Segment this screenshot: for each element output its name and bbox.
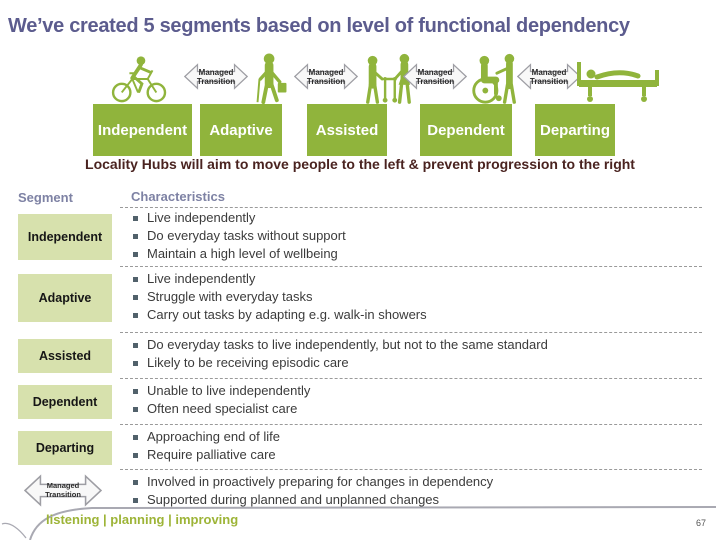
segment-box-dependent: Dependent — [420, 104, 512, 156]
bullet-square-icon — [133, 498, 138, 503]
person-with-cane-icon — [252, 52, 292, 106]
footer-tagline: listening | planning | improving — [46, 512, 239, 527]
row-divider — [120, 266, 702, 267]
characteristic-item: Struggle with everyday tasks — [130, 289, 702, 307]
segment-label: Departing — [18, 431, 112, 465]
bicycle-rider-icon — [106, 54, 174, 104]
slide-title: We’ve created 5 segments based on level … — [8, 15, 630, 37]
table-row: Independent Live independently Do everyd… — [18, 207, 702, 266]
bullet-square-icon — [133, 313, 138, 318]
bullet-square-icon — [133, 389, 138, 394]
row-divider — [120, 469, 702, 470]
bullet-square-icon — [133, 480, 138, 485]
transition-label-line2: Transition — [529, 76, 569, 86]
bullet-square-icon — [133, 234, 138, 239]
transition-label-line2: Transition — [415, 76, 455, 86]
hospital-bed-icon — [574, 58, 662, 104]
characteristic-item: Require palliative care — [130, 447, 702, 465]
column-header-characteristics: Characteristics — [131, 189, 225, 204]
table-row: Assisted Do everyday tasks to live indep… — [18, 332, 702, 378]
segment-label: Adaptive — [18, 274, 112, 322]
transition-label-line2: Transition — [196, 76, 236, 86]
segment-box-assisted: Assisted — [307, 104, 387, 156]
characteristic-item: Supported during planned and unplanned c… — [130, 492, 702, 510]
segment-box-departing: Departing — [535, 104, 615, 156]
segment-box-independent: Independent — [93, 104, 192, 156]
column-header-segment: Segment — [18, 190, 73, 205]
bullet-square-icon — [133, 435, 138, 440]
transition-label-line1: Managed — [198, 67, 234, 77]
characteristic-item: Do everyday tasks without support — [130, 228, 702, 246]
row-divider — [120, 207, 702, 208]
segment-box-adaptive: Adaptive — [200, 104, 282, 156]
bullet-square-icon — [133, 295, 138, 300]
row-divider — [120, 332, 702, 333]
subtitle: Locality Hubs will aim to move people to… — [85, 156, 635, 172]
characteristic-item: Maintain a high level of wellbeing — [130, 246, 702, 264]
bullet-square-icon — [133, 407, 138, 412]
characteristic-item: Unable to live independently — [130, 383, 702, 401]
characteristic-item: Carry out tasks by adapting e.g. walk-in… — [130, 307, 702, 325]
bullet-square-icon — [133, 277, 138, 282]
transition-label-line1: Managed — [531, 67, 567, 77]
characteristic-item: Live independently — [130, 271, 702, 289]
table-row: Dependent Unable to live independently O… — [18, 378, 702, 424]
characteristic-item: Likely to be receiving episodic care — [130, 355, 702, 373]
table-row: Adaptive Live independently Struggle wit… — [18, 266, 702, 332]
bullet-square-icon — [133, 343, 138, 348]
row-divider — [120, 378, 702, 379]
segment-label: Assisted — [18, 339, 112, 373]
page-number: 67 — [695, 518, 706, 528]
characteristic-item: Often need specialist care — [130, 401, 702, 419]
transition-label-line1: Managed — [308, 67, 344, 77]
characteristic-item: Approaching end of life — [130, 429, 702, 447]
characteristic-item: Involved in proactively preparing for ch… — [130, 474, 702, 492]
bullet-square-icon — [133, 453, 138, 458]
bullet-square-icon — [133, 361, 138, 366]
wheelchair-user-with-carer-icon — [464, 52, 524, 106]
transition-label-line2: Transition — [45, 489, 81, 499]
segment-label: Dependent — [18, 385, 112, 419]
characteristic-item: Live independently — [130, 210, 702, 228]
row-divider — [120, 424, 702, 425]
bullet-square-icon — [133, 252, 138, 257]
characteristic-item: Do everyday tasks to live independently,… — [130, 337, 702, 355]
bullet-square-icon — [133, 216, 138, 221]
transition-label-line1: Managed — [46, 481, 80, 490]
transition-label-line2: Transition — [306, 76, 346, 86]
transition-label-line1: Managed — [417, 67, 453, 77]
table-row: Departing Approaching end of life Requir… — [18, 424, 702, 469]
couple-with-walker-icon — [358, 52, 418, 106]
segment-label: Independent — [18, 214, 112, 260]
